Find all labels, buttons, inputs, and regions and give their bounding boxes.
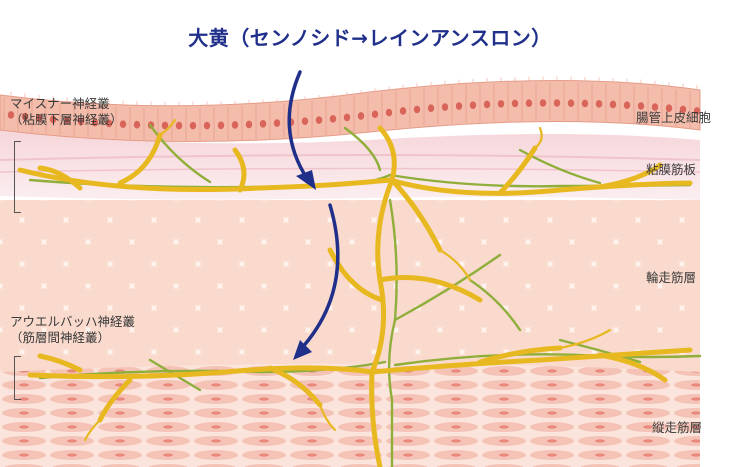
nerve-plexus <box>17 118 702 467</box>
circular-muscle-label: 輪走筋層 <box>646 270 697 285</box>
arrow-head-meissner <box>296 170 316 190</box>
epithelial-cells <box>3 76 701 141</box>
arrow-to-auerbach <box>298 203 340 352</box>
longitudinal-muscle-label: 縦走筋層 <box>652 420 703 435</box>
auerbach-label-line1: アウエルバッハ神経叢 <box>10 314 136 329</box>
diagram-title: 大黄（センノシド→レインアンスロン） <box>188 26 552 50</box>
muscularis-mucosae-layer <box>0 130 700 200</box>
arrow-to-meissner <box>287 70 310 182</box>
muscularis-mucosae-label: 粘膜筋板 <box>646 162 697 177</box>
auerbach-bracket <box>14 356 21 400</box>
tissue-layers <box>0 76 701 467</box>
arrow-head-auerbach <box>293 340 312 360</box>
longitudinal-muscle-layer <box>0 363 700 467</box>
drug-action-arrows <box>287 70 340 360</box>
epithelium-label: 腸管上皮細胞 <box>636 110 712 125</box>
auerbach-label-line2: （筋層間神経叢） <box>10 330 111 345</box>
meissner-bracket <box>14 141 21 213</box>
meissner-label-line2: （粘膜下層神経叢） <box>10 112 123 127</box>
meissner-label-line1: マイスナー神経叢 <box>10 96 110 111</box>
meissner-plexus-label: マイスナー神経叢 （粘膜下層神経叢） <box>10 96 123 128</box>
auerbach-plexus-label: アウエルバッハ神経叢 （筋層間神経叢） <box>10 314 135 346</box>
circular-muscle-layer <box>0 200 700 380</box>
epithelium-layer <box>0 79 701 142</box>
